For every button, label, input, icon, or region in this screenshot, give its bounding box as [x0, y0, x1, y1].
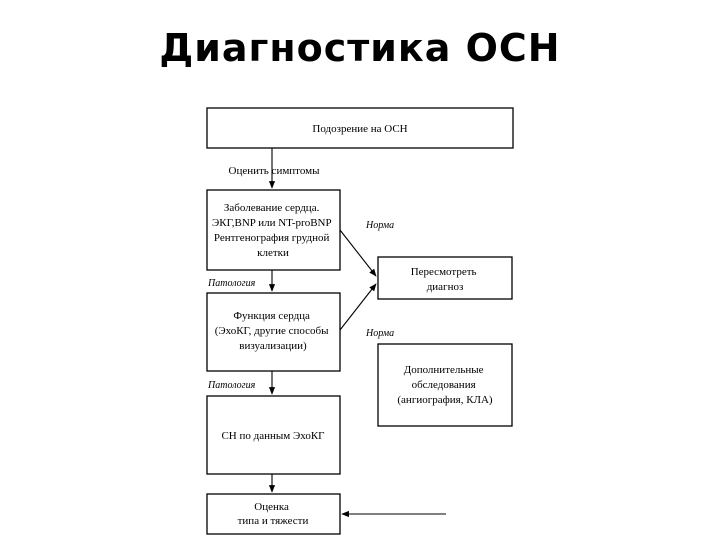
box-evaluation	[206, 493, 341, 535]
box-reconsider-text: Пересмотреть диагноз	[411, 266, 480, 293]
box-reconsider	[377, 256, 513, 300]
label-pathology-1: Патология	[207, 278, 256, 289]
label-assess-symptoms: Оценить симптомы	[229, 165, 321, 177]
box-additional	[377, 343, 513, 427]
label-pathology-2: Патология	[207, 380, 256, 391]
box-heart-disease-text: Заболевание сердца. ЭКГ,BNP или NT-proBN…	[212, 202, 334, 259]
box-heart-function-text: Функция сердца (ЭхоКГ, другие способы ви…	[215, 310, 332, 352]
label-norm-2: Норма	[365, 328, 394, 339]
label-norm-1: Норма	[365, 220, 394, 231]
slide-title: Диагностика ОСН	[159, 26, 561, 70]
box-suspicion-text: Подозрение на ОСН	[312, 123, 407, 135]
box-additional-text: Дополнительные обследования (ангиография…	[397, 364, 493, 406]
box-echo-hf	[206, 395, 341, 475]
box-evaluation-text: Оценка типа и тяжести	[238, 501, 309, 527]
box-heart-disease	[206, 189, 341, 271]
box-echo-hf-text: СН по данным ЭхоКГ	[221, 430, 324, 442]
box-suspicion	[206, 107, 514, 149]
arrow-norm-2	[339, 283, 377, 331]
arrow-norm-1	[339, 229, 377, 277]
box-heart-function	[206, 292, 341, 372]
